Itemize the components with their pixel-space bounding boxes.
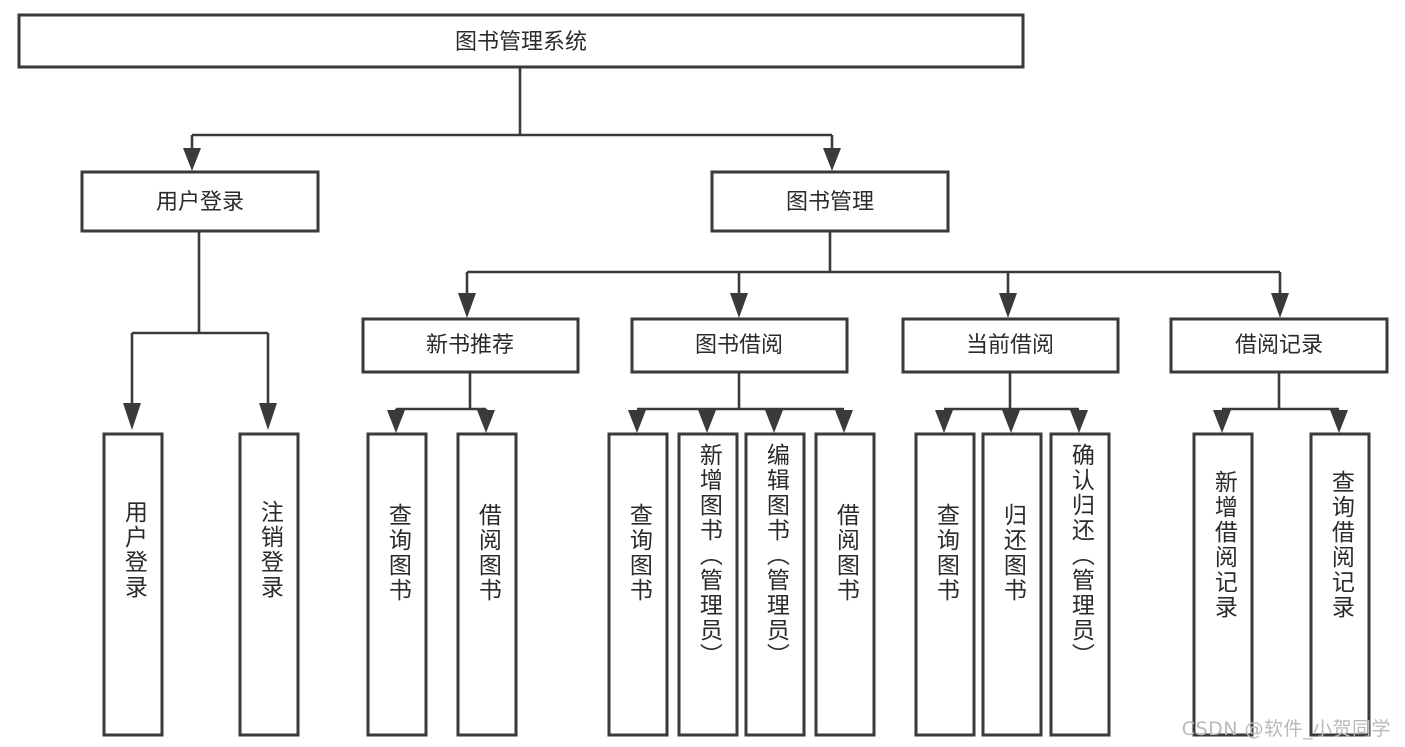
node-leaf-query-book-2-box[interactable] (607, 432, 669, 737)
node-leaf-borrow-book-2-box[interactable] (814, 432, 876, 737)
node-book-borrow-label: 图书借阅 (695, 333, 783, 358)
arrow-head-new-book-recommend (458, 293, 476, 318)
node-leaf-add-book[interactable] (677, 432, 739, 737)
node-book-borrow[interactable]: 图书借阅 (630, 317, 849, 374)
connector-book-manage-to-level3 (458, 232, 1289, 318)
csdn-watermark: CSDN @软件_小贺同学 (1181, 718, 1391, 740)
arrow-head-leaf-query-book-2 (628, 410, 646, 433)
node-leaf-logout-box[interactable] (238, 432, 300, 737)
arrow-head-leaf-add-book (698, 410, 716, 433)
arrow-head-leaf-query-record (1330, 410, 1348, 433)
node-leaf-borrow-book-1-box[interactable] (456, 432, 518, 737)
node-borrow-record-label: 借阅记录 (1235, 333, 1323, 358)
node-leaf-confirm-return[interactable] (1049, 432, 1111, 737)
arrow-head-leaf-borrow-book-2 (835, 410, 853, 433)
node-leaf-edit-book[interactable] (744, 432, 806, 737)
arrow-head-leaf-add-record (1213, 410, 1231, 433)
connector-root-to-level2 (183, 67, 841, 171)
node-current-borrow-box[interactable] (901, 317, 1120, 374)
arrow-head-borrow-record (1271, 293, 1289, 318)
node-current-borrow[interactable]: 当前借阅 (901, 317, 1120, 374)
node-leaf-add-record-box[interactable] (1192, 432, 1254, 737)
node-user-login-label: 用户登录 (156, 190, 244, 215)
arrow-head-leaf-confirm-return (1070, 410, 1088, 433)
node-leaf-edit-book-box[interactable] (744, 432, 806, 737)
node-leaf-add-record[interactable] (1192, 432, 1254, 737)
node-leaf-borrow-book-1[interactable] (456, 432, 518, 737)
arrow-head-current-borrow (999, 293, 1017, 318)
arrow-head-leaf-borrow-book-1 (477, 410, 495, 433)
node-user-login-box[interactable] (80, 170, 320, 233)
node-leaf-query-book-3-box[interactable] (914, 432, 976, 737)
node-leaf-add-book-box[interactable] (677, 432, 739, 737)
node-new-book-recommend[interactable]: 新书推荐 (361, 317, 580, 374)
connector-new-book-to-leaves (387, 373, 495, 433)
node-leaf-query-book-3[interactable] (914, 432, 976, 737)
node-new-book-recommend-label: 新书推荐 (426, 333, 514, 358)
node-current-borrow-label: 当前借阅 (966, 333, 1054, 358)
node-leaf-query-book-2[interactable] (607, 432, 669, 737)
node-leaf-user-login-box[interactable] (102, 432, 164, 737)
node-leaf-query-record-box[interactable] (1309, 432, 1371, 737)
arrow-head-leaf-edit-book (765, 410, 783, 433)
node-root-label: 图书管理系统 (455, 30, 587, 55)
arrow-head-book-manage (823, 148, 841, 171)
node-leaf-borrow-book-2[interactable] (814, 432, 876, 737)
node-leaf-confirm-return-box[interactable] (1049, 432, 1111, 737)
node-borrow-record[interactable]: 借阅记录 (1169, 317, 1389, 374)
arrow-head-leaf-user-login (123, 403, 141, 430)
connector-current-borrow-to-leaves (935, 373, 1088, 433)
node-root-box[interactable] (17, 13, 1025, 69)
arrow-head-leaf-query-book-3 (935, 410, 953, 433)
arrow-head-leaf-logout (259, 403, 277, 430)
node-leaf-user-login[interactable] (102, 432, 164, 737)
node-leaf-logout[interactable] (238, 432, 300, 737)
arrow-head-user-login (183, 148, 201, 171)
node-leaf-query-record[interactable] (1309, 432, 1371, 737)
node-book-manage-box[interactable] (710, 170, 950, 233)
node-root[interactable]: 图书管理系统 (17, 13, 1025, 69)
node-leaf-query-book-1-box[interactable] (366, 432, 428, 737)
arrow-head-leaf-return-book (1002, 410, 1020, 433)
connector-book-borrow-to-leaves (628, 373, 853, 433)
node-user-login[interactable]: 用户登录 (80, 170, 320, 233)
connector-user-login-to-leaves (123, 232, 277, 430)
node-borrow-record-box[interactable] (1169, 317, 1389, 374)
node-leaf-return-book[interactable] (981, 432, 1043, 737)
node-new-book-recommend-box[interactable] (361, 317, 580, 374)
node-book-manage-label: 图书管理 (786, 190, 874, 215)
arrow-head-leaf-query-book-1 (387, 410, 405, 433)
arrow-head-book-borrow (730, 293, 748, 318)
connector-borrow-record-to-leaves (1213, 373, 1348, 433)
node-book-borrow-box[interactable] (630, 317, 849, 374)
node-leaf-return-book-box[interactable] (981, 432, 1043, 737)
node-leaf-query-book-1[interactable] (366, 432, 428, 737)
node-book-manage[interactable]: 图书管理 (710, 170, 950, 233)
